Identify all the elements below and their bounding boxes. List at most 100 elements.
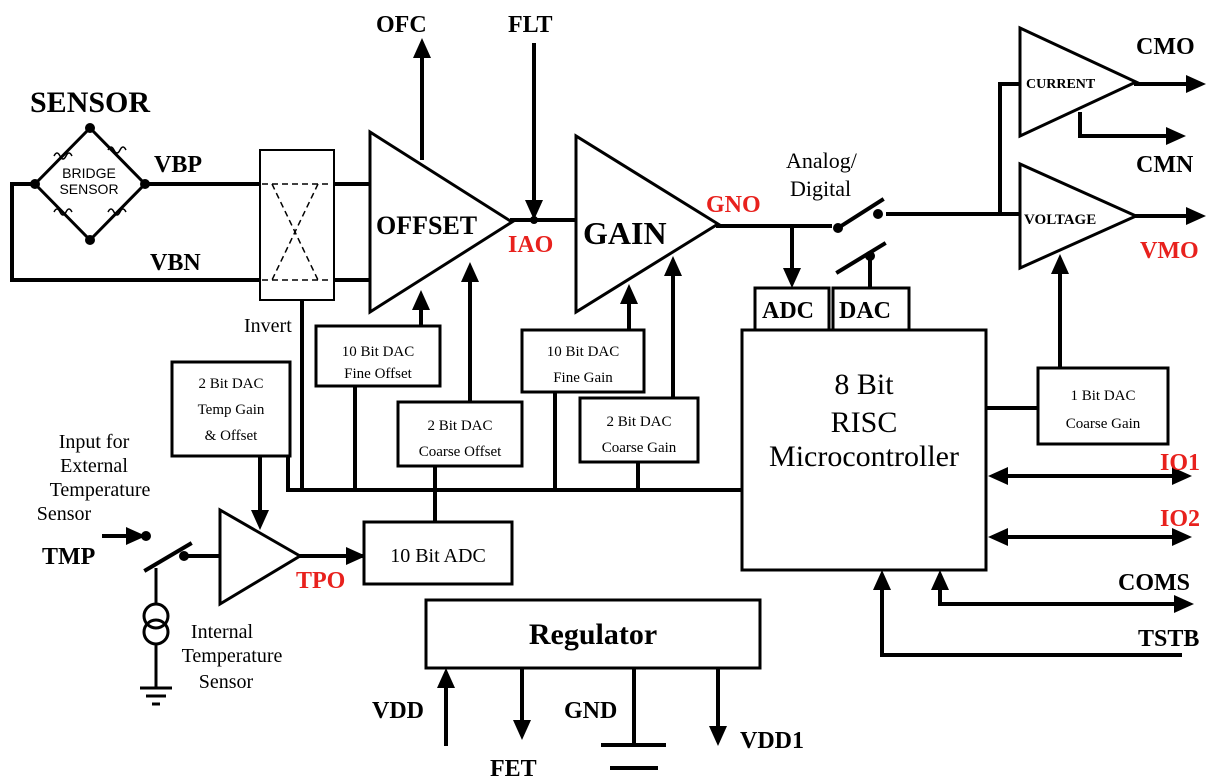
gnd-label: GND (564, 698, 617, 724)
current-amp-label: CURRENT (1026, 77, 1096, 92)
bridge-label-2: SENSOR (59, 181, 118, 197)
temp-dac-label-1: 2 Bit DAC (198, 376, 263, 392)
iao-label: IAO (508, 232, 553, 258)
flt-label: FLT (508, 12, 552, 38)
mcu-label-2: RISC (831, 406, 898, 439)
sensor-title: SENSOR (30, 86, 150, 119)
cmo-arrow (1186, 75, 1206, 93)
current-amplifier (1018, 25, 1140, 139)
gain-amplifier (574, 133, 721, 315)
analog-digital-label-1: Analog/ (786, 148, 858, 173)
adc10-label: 10 Bit ADC (390, 545, 486, 567)
ofc-label: OFC (376, 12, 427, 38)
vdd-label: VDD (372, 698, 424, 724)
vmo-arrow (1186, 207, 1206, 225)
tmp-arrow (126, 527, 146, 545)
cmn-label: CMN (1136, 152, 1194, 178)
dac-label: DAC (839, 298, 891, 324)
fine-gain-dac-block (520, 328, 646, 394)
int-temp-label-1: Internal (191, 621, 254, 643)
vdd1-label: VDD1 (740, 728, 804, 754)
coarse-gain-arrow (664, 256, 682, 276)
adc10-block (362, 520, 514, 586)
fine-gain-dac-label-2: Fine Gain (553, 370, 613, 386)
fine-offset-dac-block (314, 324, 442, 388)
coarse-gain-1bit-dac-block (1036, 366, 1170, 446)
io1-label: IO1 (1160, 450, 1200, 476)
temp-dac-arrow (251, 510, 269, 530)
vdd1-arrow (709, 726, 727, 746)
fet-arrow (513, 720, 531, 740)
arrowheads (126, 38, 1206, 746)
io2-right-arrow (1172, 528, 1192, 546)
fine-offset-dac-label-1: 10 Bit DAC (342, 344, 415, 360)
ext-temp-label-2: External (60, 455, 128, 477)
regulator-block (424, 598, 762, 670)
offset-amplifier (368, 129, 515, 315)
invert-label: Invert (244, 315, 292, 337)
tmp-label: TMP (42, 544, 95, 570)
fine-offset-dac-label-2: Fine Offset (344, 366, 412, 382)
analog-digital-switch (833, 197, 887, 275)
coms-right-arrow (1174, 595, 1194, 613)
ext-temp-label-3: Temperature (50, 479, 151, 501)
junction-dots (530, 216, 538, 224)
temp-dac-label-2: Temp Gain (198, 402, 265, 418)
vdd-arrow (437, 668, 455, 688)
tstb-label: TSTB (1138, 626, 1199, 652)
cmo-label: CMO (1136, 34, 1195, 60)
ground-symbol (140, 686, 172, 706)
wires (10, 43, 1190, 770)
coarse-offset-dac-block (396, 400, 524, 468)
offset-amp-label: OFFSET (376, 211, 477, 240)
text-labels: SENSOR BRIDGE SENSOR VBP VBN Invert OFC … (30, 12, 1200, 782)
temp-dac-label-3: & Offset (205, 428, 258, 444)
mcu-label-3: Microcontroller (769, 440, 959, 473)
tstb-arrow (873, 570, 891, 590)
io1-right-arrow (1172, 467, 1192, 485)
gno-label: GNO (706, 192, 761, 218)
coarse-gain-1bit-label-1: 1 Bit DAC (1070, 388, 1135, 404)
bridge-label-1: BRIDGE (62, 165, 116, 181)
coarse-gain-dac-block (578, 396, 700, 464)
fine-gain-arrow (620, 284, 638, 304)
io2-label: IO2 (1160, 506, 1200, 532)
int-temp-label-3: Sensor (199, 671, 254, 693)
voltage-amp-label: VOLTAGE (1024, 212, 1096, 228)
vbp-label: VBP (154, 152, 202, 178)
flt-arrow (525, 200, 543, 220)
adc-label: ADC (762, 298, 814, 324)
coarse-gain-1bit-label-2: Coarse Gain (1066, 416, 1141, 432)
io2-left-arrow (988, 528, 1008, 546)
coms-label: COMS (1118, 570, 1190, 596)
mcu-label-1: 8 Bit (834, 368, 894, 401)
tpo-label: TPO (296, 568, 345, 594)
microcontroller-block (740, 328, 988, 572)
ofc-arrow (413, 38, 431, 58)
coms-up-arrow (931, 570, 949, 590)
fine-gain-dac-label-1: 10 Bit DAC (547, 344, 620, 360)
regulator-label: Regulator (529, 618, 657, 651)
ext-temp-label-1: Input for (59, 431, 130, 453)
temp-dac-block (170, 360, 292, 458)
coarse-gain-dac-label-1: 2 Bit DAC (606, 414, 671, 430)
voltage-amplifier (1018, 161, 1140, 271)
fet-label: FET (490, 756, 537, 782)
tpo-arrow (346, 547, 366, 565)
invert-switch (259, 149, 335, 301)
bridge-sensor (30, 123, 150, 245)
gain-amp-label: GAIN (583, 215, 667, 251)
temp-input-switch (141, 531, 193, 573)
coarse-offset-dac-label-1: 2 Bit DAC (427, 418, 492, 434)
coarse-offset-dac-label-2: Coarse Offset (419, 444, 502, 460)
internal-temp-sensor (142, 602, 170, 646)
analog-digital-label-2: Digital (790, 176, 851, 201)
voltage-gain-arrow (1051, 254, 1069, 274)
cmn-arrow (1166, 127, 1186, 145)
temp-amplifier (218, 507, 303, 607)
io1-left-arrow (988, 467, 1008, 485)
vbn-label: VBN (150, 250, 201, 276)
int-temp-label-2: Temperature (182, 645, 283, 667)
coarse-gain-dac-label-2: Coarse Gain (602, 440, 677, 456)
